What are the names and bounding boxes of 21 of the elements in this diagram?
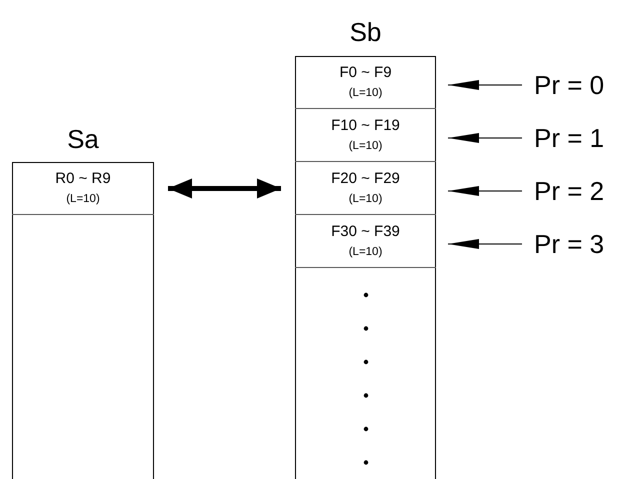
priority-label: Pr = 0 [534, 70, 604, 100]
range-label: F20 ~ F29 [331, 170, 400, 188]
arrow [448, 133, 522, 143]
priority-label: Pr = 2 [534, 176, 604, 206]
priority-label: Pr = 3 [534, 229, 604, 259]
column-heading: Sa [66, 123, 100, 156]
column-heading: Sb [348, 16, 382, 49]
arrow [448, 186, 522, 196]
arrow [168, 178, 281, 198]
length-label: (L=10) [348, 138, 382, 154]
priority-label: Pr = 1 [534, 123, 604, 153]
arrow [448, 239, 522, 249]
length-label: (L=10) [348, 244, 382, 260]
range-label: F10 ~ F19 [331, 116, 400, 134]
range-label: F30 ~ F39 [331, 222, 400, 240]
length-label: (L=10) [348, 86, 382, 100]
range-label: F0 ~ F9 [339, 64, 392, 82]
range-label: R0 ~ R9 [55, 170, 111, 188]
length-label: (L=10) [348, 192, 382, 206]
arrow [448, 80, 522, 90]
length-label: (L=10) [66, 192, 100, 206]
